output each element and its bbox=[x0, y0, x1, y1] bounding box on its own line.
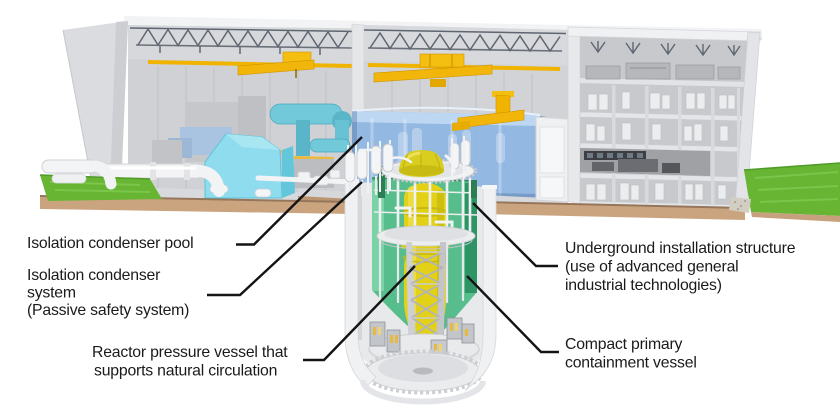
label-underground-structure-line1: Underground installation structure bbox=[565, 240, 796, 257]
hvac-platform bbox=[580, 62, 748, 87]
leader-isolation-condenser-pool bbox=[236, 136, 363, 246]
equipment-rooms-grid bbox=[567, 26, 761, 213]
grass-right bbox=[729, 162, 840, 222]
label-isolation-condenser-pool: Isolation condenser pool bbox=[27, 235, 193, 252]
overhead-cranes bbox=[237, 51, 525, 131]
steam-pipework bbox=[269, 103, 352, 156]
leader-containment-vessel bbox=[466, 275, 559, 354]
ground bbox=[39, 159, 840, 222]
leader-lines bbox=[207, 136, 559, 362]
roof-trusses-bay1 bbox=[129, 27, 357, 55]
basement-cabinets bbox=[369, 317, 475, 358]
grid-left-pillar bbox=[567, 26, 581, 206]
mid-platform bbox=[376, 225, 476, 250]
gear-ring-base bbox=[362, 349, 484, 395]
leader-isolation-condenser-system bbox=[207, 181, 363, 297]
label-isolation-condenser-system-line1: Isolation condenser bbox=[27, 267, 160, 284]
reactor-assembly bbox=[344, 136, 497, 405]
ceiling-hangers bbox=[590, 41, 741, 57]
cabinet-row-4 bbox=[585, 182, 727, 201]
isolation-condenser-units bbox=[344, 136, 471, 196]
labels: Isolation condenser pool Isolation conde… bbox=[27, 235, 796, 380]
label-underground-structure-line2: (use of advanced general bbox=[565, 259, 738, 276]
left-outer-wall bbox=[62, 21, 128, 195]
leader-reactor-pressure-vessel bbox=[303, 265, 416, 362]
leader-underground-structure bbox=[472, 202, 558, 268]
label-isolation-condenser-system-line3: (Passive safety system) bbox=[27, 302, 189, 319]
label-reactor-pressure-vessel-line2: supports natural circulation bbox=[94, 363, 277, 380]
label-reactor-pressure-vessel-line1: Reactor pressure vessel that bbox=[92, 344, 288, 361]
label-underground-structure-line3: industrial technologies) bbox=[565, 277, 722, 294]
crane-reactor-well bbox=[452, 91, 525, 131]
cabinet-row-2 bbox=[585, 122, 729, 142]
cabinet-row-1 bbox=[587, 91, 736, 111]
crane-bay2 bbox=[373, 53, 493, 87]
grid-top-slab bbox=[567, 26, 761, 42]
grid-dividers bbox=[612, 85, 740, 205]
label-containment-vessel-line2: containment vessel bbox=[565, 355, 697, 372]
elevator-cabinet-tower bbox=[535, 116, 569, 203]
crane-bay1 bbox=[237, 51, 315, 78]
label-containment-vessel-line1: Compact primary bbox=[565, 336, 683, 353]
roof-trusses-bay2 bbox=[363, 29, 567, 53]
control-room-row bbox=[580, 148, 710, 176]
shaft-walls bbox=[344, 179, 497, 405]
main-steam-pipe bbox=[97, 162, 225, 197]
outside-pipes bbox=[41, 159, 117, 190]
turbine-casing bbox=[204, 133, 295, 199]
label-isolation-condenser-system-line2: system bbox=[27, 285, 76, 302]
